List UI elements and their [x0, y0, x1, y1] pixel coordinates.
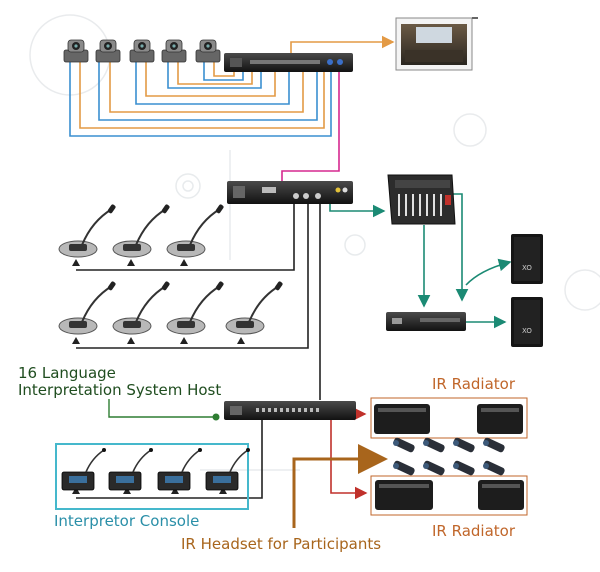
host-label-line-1: 16 Language	[18, 364, 116, 382]
headset-icon	[392, 436, 416, 454]
ir-headset-label: IR Headset for Participants	[181, 535, 381, 553]
headset-icon	[422, 436, 446, 454]
interpreter-console-box	[55, 443, 249, 510]
ir-radiator-top-devices	[374, 404, 523, 434]
ir-radiator-icon	[477, 404, 523, 434]
host-label-line-2: Interpretation System Host	[18, 381, 221, 399]
delegate-mic-icon	[112, 279, 172, 335]
host-label-leader	[108, 399, 216, 418]
delegate-chain-lines	[76, 200, 321, 499]
ptz-camera-3-icon	[129, 39, 155, 63]
delegate-mic-icon	[112, 202, 172, 258]
host-label-dot	[212, 413, 220, 421]
interpreter-console-icon	[108, 447, 154, 491]
ptz-camera-2-icon	[95, 39, 121, 63]
delegate-arrows	[72, 259, 245, 494]
audio-mixer-icon	[387, 174, 456, 225]
conference-control-unit-icon	[227, 181, 353, 204]
ir-radiator-icon	[375, 480, 433, 510]
amp-to-speaker-top-line	[465, 262, 510, 286]
delegate-mic-icon	[225, 279, 285, 335]
headset-icon	[482, 459, 506, 477]
ptz-camera-1-icon	[63, 39, 89, 63]
camera-orange-links	[79, 62, 325, 129]
video-to-projector-line	[290, 35, 395, 56]
headset-label-leader	[292, 444, 388, 528]
delegate-mics-row-2	[58, 279, 285, 335]
interpreter-console-icon	[157, 447, 203, 491]
svg-text:XO: XO	[522, 327, 532, 335]
interpreter-console-icon	[61, 447, 107, 491]
headset-icon	[392, 459, 416, 477]
ir-radiator-bottom-label: IR Radiator	[432, 522, 516, 540]
interpretation-host-icon	[224, 401, 356, 420]
ir-radiator-icon	[478, 480, 524, 510]
delegate-mic-icon	[58, 202, 118, 258]
interpreter-console-label: Interpretor Console	[54, 512, 199, 530]
ptz-camera-4-icon	[161, 39, 187, 63]
headset-icon	[482, 436, 506, 454]
delegate-mics-row-1	[58, 202, 226, 258]
svg-text:XO: XO	[522, 264, 532, 272]
ir-radiator-top-label: IR Radiator	[432, 375, 516, 393]
interpreter-consoles	[61, 447, 251, 491]
projector-screen-icon	[395, 17, 478, 71]
headset-icon	[452, 436, 476, 454]
headset-icon	[422, 459, 446, 477]
video-matrix-icon	[224, 53, 353, 72]
ir-radiator-bottom-devices	[375, 480, 524, 510]
speaker-top-icon: XO	[511, 234, 543, 284]
camera-blue-links	[69, 62, 332, 137]
delegate-mic-icon	[166, 279, 226, 335]
cameras	[63, 39, 221, 63]
ptz-camera-5-icon	[195, 39, 221, 63]
delegate-mic-icon	[166, 202, 226, 258]
host-to-ir-bottom-line	[330, 420, 368, 500]
interpreter-console-icon	[205, 447, 251, 491]
power-amplifier-icon	[386, 312, 466, 331]
headset-icon	[452, 459, 476, 477]
delegate-mic-icon	[58, 279, 118, 335]
ir-radiator-icon	[374, 404, 430, 434]
ir-headsets	[392, 436, 506, 477]
speaker-bottom-icon: XO	[511, 297, 543, 347]
